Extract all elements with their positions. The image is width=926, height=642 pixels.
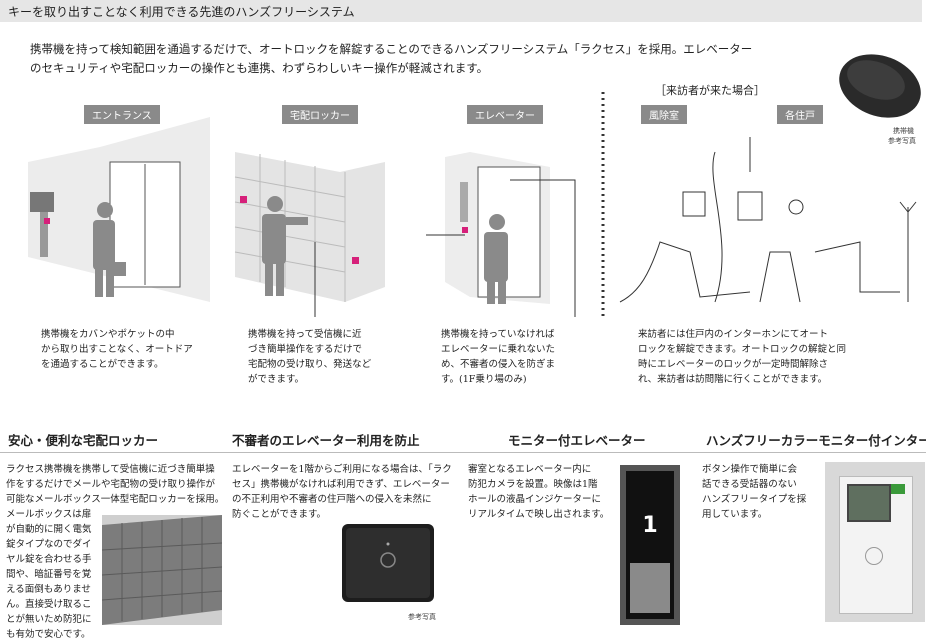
section-anti-intrusion-text: エレベーターを1階からご利用になる場合は、「ラクセス」携帯機がなければ利用できず… xyxy=(232,464,452,520)
person-locker-icon xyxy=(262,196,308,296)
camera-feed xyxy=(630,563,670,613)
label-elevator: エレベーター xyxy=(467,105,543,124)
intercom-screen xyxy=(847,484,891,522)
page-title: キーを取り出すことなく利用できる先進のハンズフリーシステム xyxy=(8,5,355,19)
intro-line-1: 携帯機を持って検知範囲を通過するだけで、オートロックを解錠することのできるハンズ… xyxy=(30,42,753,56)
label-entrance: エントランス xyxy=(84,105,160,124)
device-caption: 携帯機 xyxy=(893,127,914,135)
label-locker: 宅配ロッカー xyxy=(282,105,358,124)
person-elevator-icon xyxy=(484,214,508,304)
reader-panel-photo xyxy=(342,524,434,602)
section-title-locker: 安心・便利な宅配ロッカー xyxy=(8,433,159,448)
illustration-strip xyxy=(28,92,917,317)
section-title-monitor-elevator: モニター付エレベーター xyxy=(508,433,646,448)
device-caption-sub: 参考写真 xyxy=(888,137,916,145)
header-bar xyxy=(0,0,922,22)
section-title-intercom: ハンズフリーカラーモニター付インターホン xyxy=(706,433,926,448)
panel-entrance-text: 携帯機をカバンやポケットの中から取り出すことなく、オートドアを通過することができ… xyxy=(41,329,193,370)
intercom-speaker xyxy=(865,547,883,565)
section-locker-side-text: メールボックスは扉が自動的に開く電気錠タイプなのでダイ ヤル錠を合わせる手間や、… xyxy=(6,509,92,640)
section-intercom-text: ボタン操作で簡単に会話できる受話器のないハンズフリータイプを採用しています。 xyxy=(702,464,807,520)
section-divider xyxy=(0,452,926,453)
section-locker-text: ラクセス携帯機を携帯して受信機に近づき簡単操作をするだけでメールや宅配物の受け取… xyxy=(6,464,225,505)
intro-line-2: のセキュリティや宅配ロッカーの操作とも連携、わずらわしいキー操作が軽減されます。 xyxy=(30,61,489,75)
intro-paragraph: 携帯機を持って検知範囲を通過するだけで、オートロックを解錠することのできるハンズ… xyxy=(30,40,810,78)
section-monitor-elevator-text: 審室となるエレベーター内に防犯カメラを設置。映像は1階ホールの液晶インジケーター… xyxy=(468,464,610,520)
entrance-reader xyxy=(30,192,54,212)
panel-locker-text: 携帯機を持って受信機に近づき簡単操作をするだけで宅配物の受け取り、発送などができ… xyxy=(248,329,372,385)
entrance-badge-icon xyxy=(44,218,50,224)
label-windbreak: 風除室 xyxy=(641,105,687,124)
section-title-anti-intrusion: 不審者のエレベーター利用を防止 xyxy=(232,433,420,448)
intercom-button xyxy=(891,484,905,494)
handsfree-key-device-image xyxy=(839,54,921,118)
elevator-indicator-photo: 1 xyxy=(620,465,680,625)
panel-visitor-text: 来訪者には住戸内のインターホンにてオートロックを解錠できます。オートロックの解錠… xyxy=(638,329,847,385)
visitor-line-drawing xyxy=(619,151,917,303)
locker-badge-icon xyxy=(240,196,247,203)
panel-elevator-text: 携帯機を持っていなければエレベーターに乗れないため、不審者の侵入を防ぎます。(1… xyxy=(441,329,556,385)
elevator-badge-icon xyxy=(462,227,468,233)
locker-photo xyxy=(102,515,222,625)
intercom-photo xyxy=(825,462,925,622)
floor-number: 1 xyxy=(642,513,658,538)
reader-caption: 参考写真 xyxy=(408,613,436,621)
leader-lines xyxy=(314,137,751,317)
locker-unit xyxy=(235,152,385,302)
person-entrance-icon xyxy=(93,202,126,297)
visitor-heading: ［来訪者が来た場合］ xyxy=(655,84,765,97)
label-unit: 各住戸 xyxy=(777,105,823,124)
